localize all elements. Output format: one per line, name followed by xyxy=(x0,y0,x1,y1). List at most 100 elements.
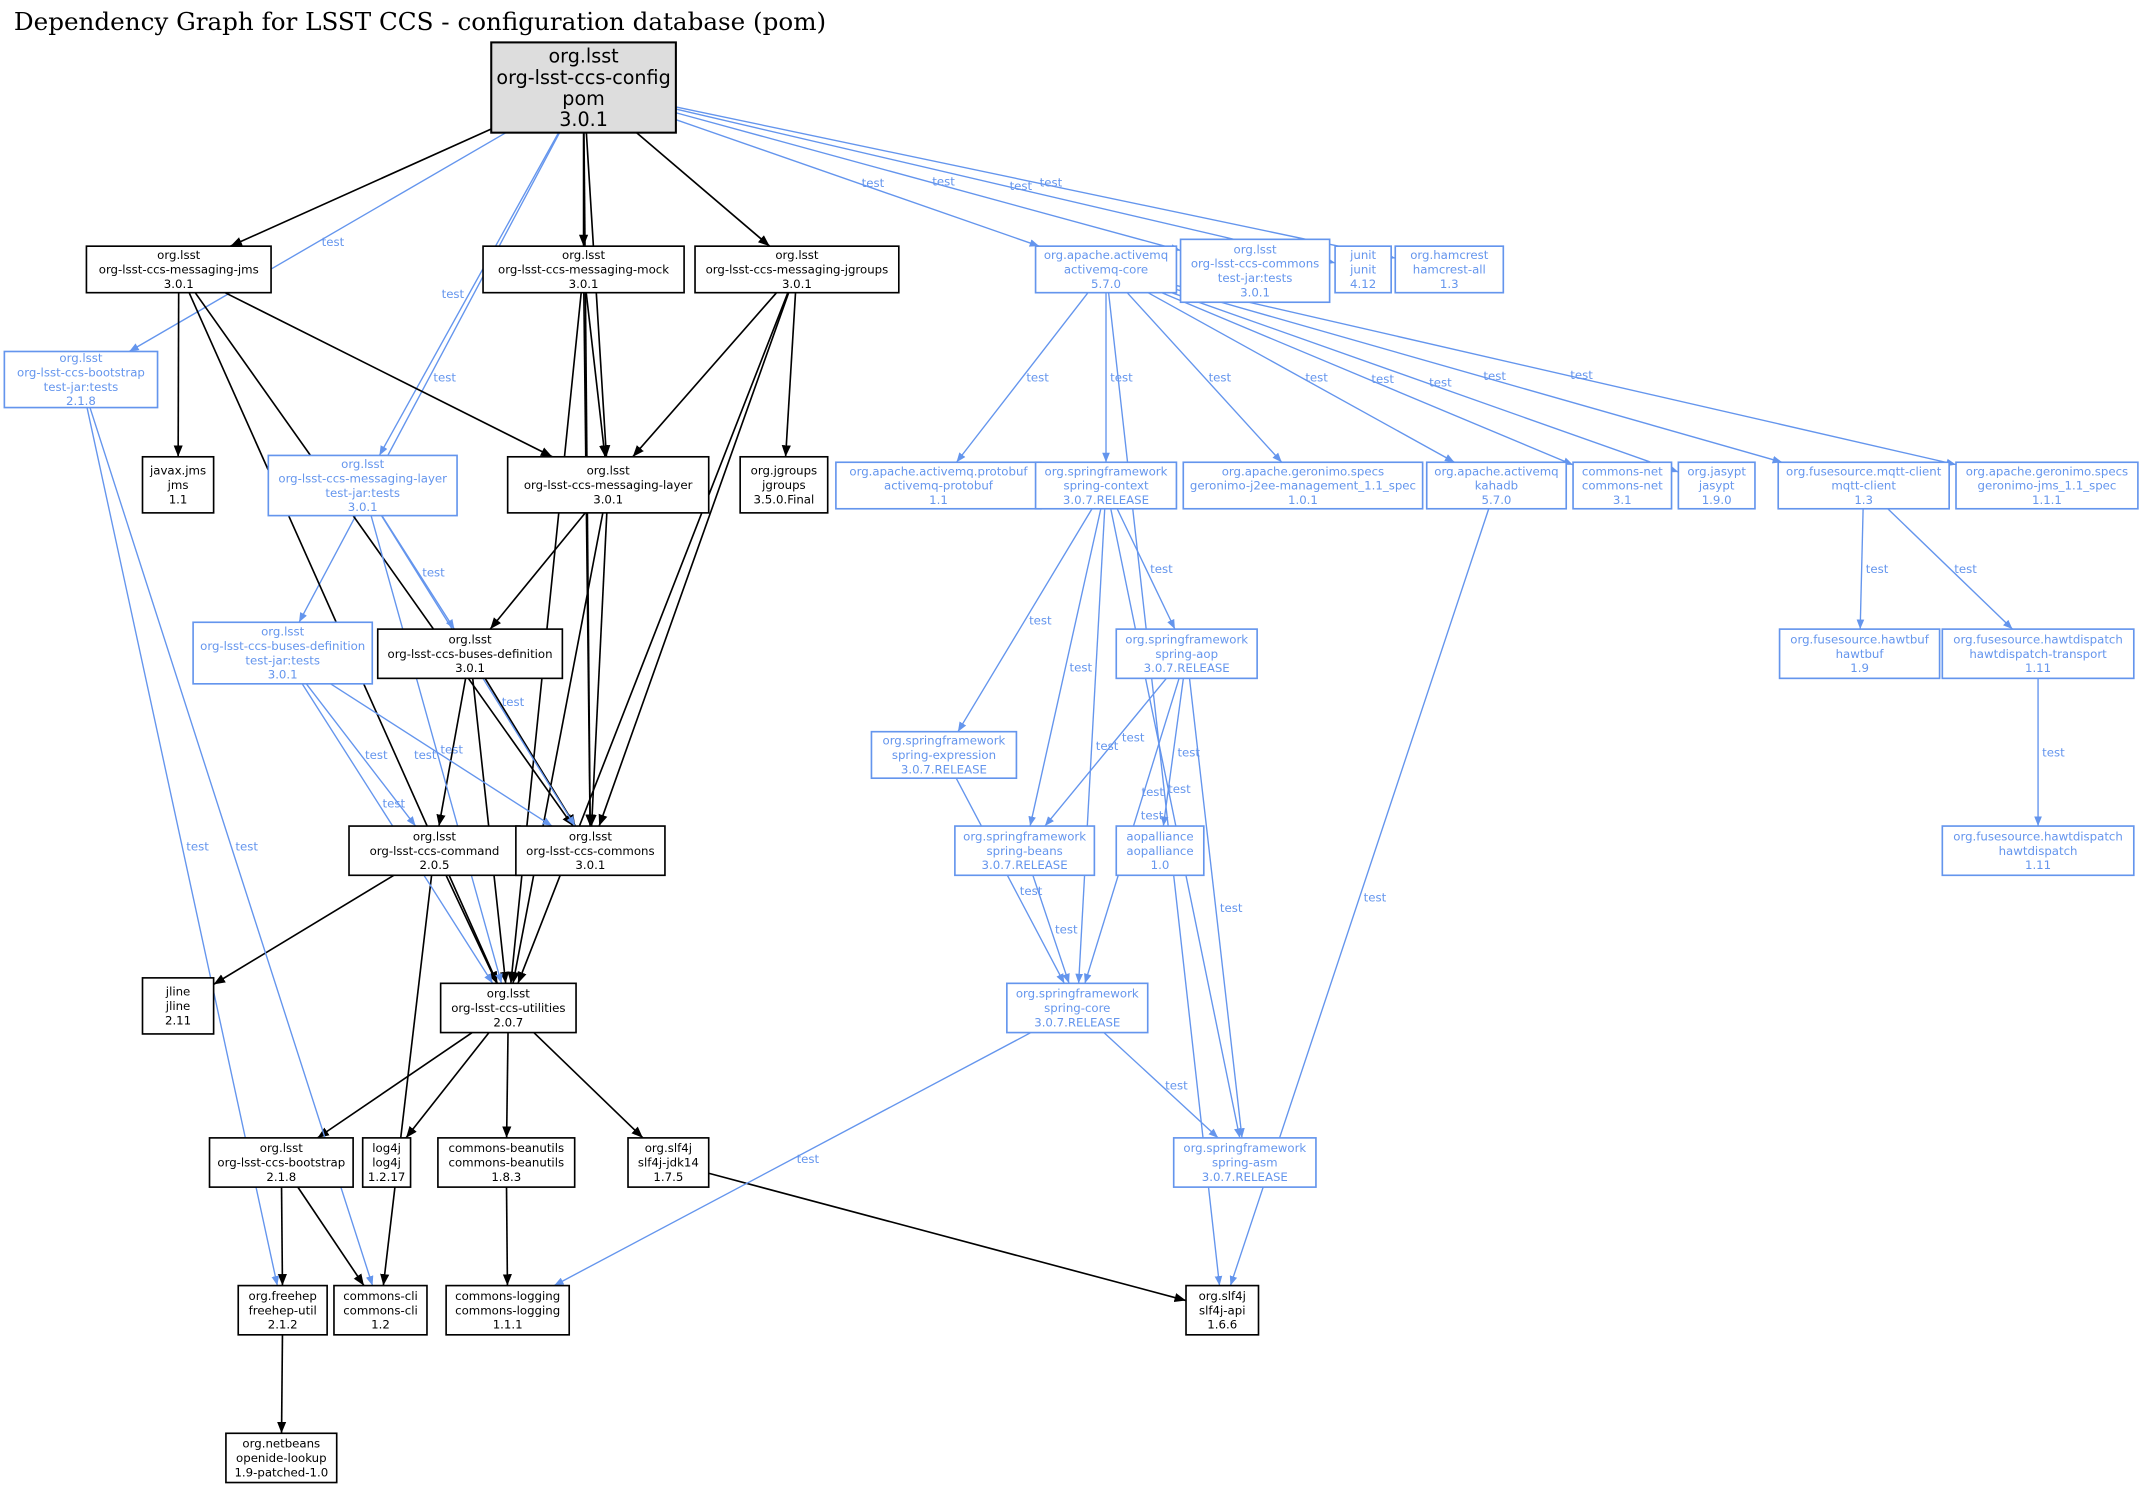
node-label-line: freehep-util xyxy=(249,1303,317,1317)
node-label-line: org-lsst-ccs-commons xyxy=(526,844,654,858)
edge-label: test xyxy=(1010,179,1033,193)
edge-line xyxy=(587,512,608,827)
node-springexpr[interactable]: org.springframeworkspring-expression3.0.… xyxy=(870,730,1018,780)
edge-line xyxy=(1176,288,1783,464)
edge-line xyxy=(675,119,1040,247)
node-springbeans[interactable]: org.springframeworkspring-beans3.0.7.REL… xyxy=(954,825,1096,877)
node-label-line: 3.5.0.Final xyxy=(754,492,815,506)
edge-line xyxy=(436,678,467,827)
node-jgroupsmsg[interactable]: org.lsstorg-lsst-ccs-messaging-jgroups3.… xyxy=(694,245,900,294)
node-label-line: 1.11 xyxy=(2025,858,2051,872)
node-label-line: hamcrest-all xyxy=(1413,263,1486,277)
node-box xyxy=(506,455,710,514)
node-label-line: org.lsst xyxy=(448,632,492,646)
node-label-line: test-jar:tests xyxy=(1218,271,1293,285)
edge-line xyxy=(277,1187,287,1286)
node-label-line: org.lsst xyxy=(59,351,103,365)
node-j2ee[interactable]: org.apache.geronimo.specsgeronimo-j2ee-m… xyxy=(1182,461,1424,510)
node-bootstraptj[interactable]: org.lsstorg-lsst-ccs-bootstraptest-jar:t… xyxy=(3,350,159,409)
edge-label: test xyxy=(433,371,456,385)
edge-label: test xyxy=(422,565,445,579)
node-label-line: 1.9 xyxy=(1850,661,1869,675)
node-hdtransport[interactable]: org.fusesource.hawtdispatchhawtdispatch-… xyxy=(1941,628,2135,680)
edge-label: test xyxy=(442,287,465,301)
node-springasm[interactable]: org.springframeworkspring-asm3.0.7.RELEA… xyxy=(1172,1137,1317,1188)
edge-line xyxy=(380,875,433,1286)
node-label-line: org.springframework xyxy=(1016,987,1139,1001)
node-box xyxy=(141,977,215,1035)
node-label-line: commons-net xyxy=(1582,479,1663,493)
node-label-line: 3.0.1 xyxy=(569,277,599,291)
node-box xyxy=(1115,825,1205,877)
node-springcore[interactable]: org.springframeworkspring-core3.0.7.RELE… xyxy=(1006,982,1149,1034)
node-label-line: org.springframework xyxy=(1183,1141,1306,1155)
node-netbeans[interactable]: org.netbeansopenide-lookup1.9-patched-1.… xyxy=(225,1432,338,1484)
node-label-line: org.jgroups xyxy=(751,464,818,478)
node-label-line: org.lsst xyxy=(569,829,613,843)
node-springctx[interactable]: org.springframeworkspring-context3.0.7.R… xyxy=(1034,461,1178,510)
edge-line xyxy=(194,292,574,827)
node-label-line: 3.0.7.RELEASE xyxy=(1063,493,1149,507)
node-label-line: org.apache.geronimo.specs xyxy=(1966,464,2128,478)
edge-label: test xyxy=(797,1152,820,1166)
node-label-line: org-lsst-ccs-messaging-jgroups xyxy=(706,263,889,277)
node-label-line: 1.1 xyxy=(929,493,948,507)
node-box xyxy=(1179,238,1331,304)
edge-line xyxy=(1160,678,1185,827)
node-commonstj[interactable]: org.lsstorg-lsst-ccs-commonstest-jar:tes… xyxy=(1179,238,1331,304)
edge-line xyxy=(675,112,1181,252)
node-label-line: jline xyxy=(165,985,190,999)
node-gjms[interactable]: org.apache.geronimo.specsgeronimo-jms_1.… xyxy=(1955,461,2139,510)
edge-line xyxy=(1161,292,1574,466)
node-label-line: org.slf4j xyxy=(1199,1289,1246,1303)
node-busestj[interactable]: org.lsstorg-lsst-ccs-buses-definitiontes… xyxy=(192,621,374,685)
node-label-line: org-lsst-ccs-bootstrap xyxy=(217,1156,345,1170)
node-protobuf[interactable]: org.apache.activemq.protobufactivemq-pro… xyxy=(835,461,1042,510)
node-layer[interactable]: org.lsstorg-lsst-ccs-messaging-layer3.0.… xyxy=(506,455,710,514)
edge-label: test xyxy=(1122,731,1145,745)
node-label-line: org.netbeans xyxy=(242,1437,320,1451)
edge-label: test xyxy=(502,695,525,709)
node-label-line: org.apache.activemq xyxy=(1434,464,1558,478)
node-hawtdispatch[interactable]: org.fusesource.hawtdispatchhawtdispatch1… xyxy=(1941,825,2135,877)
node-box xyxy=(835,461,1042,510)
node-label-line: mqtt-client xyxy=(1831,479,1896,493)
node-label-line: jasypt xyxy=(1698,479,1735,493)
node-springaop[interactable]: org.springframeworkspring-aop3.0.7.RELEA… xyxy=(1115,628,1258,680)
edge-label: test xyxy=(1141,785,1164,799)
node-box xyxy=(1185,1284,1260,1336)
node-label-line: log4j xyxy=(372,1156,401,1170)
node-label-line: 3.0.1 xyxy=(455,661,485,675)
node-layertj[interactable]: org.lsstorg-lsst-ccs-messaging-layertest… xyxy=(267,454,458,517)
node-box xyxy=(237,1284,328,1336)
node-label-line: 3.0.1 xyxy=(593,492,623,506)
edge-line xyxy=(1887,508,2014,630)
node-buses[interactable]: org.lsstorg-lsst-ccs-buses-definition3.0… xyxy=(376,628,564,680)
